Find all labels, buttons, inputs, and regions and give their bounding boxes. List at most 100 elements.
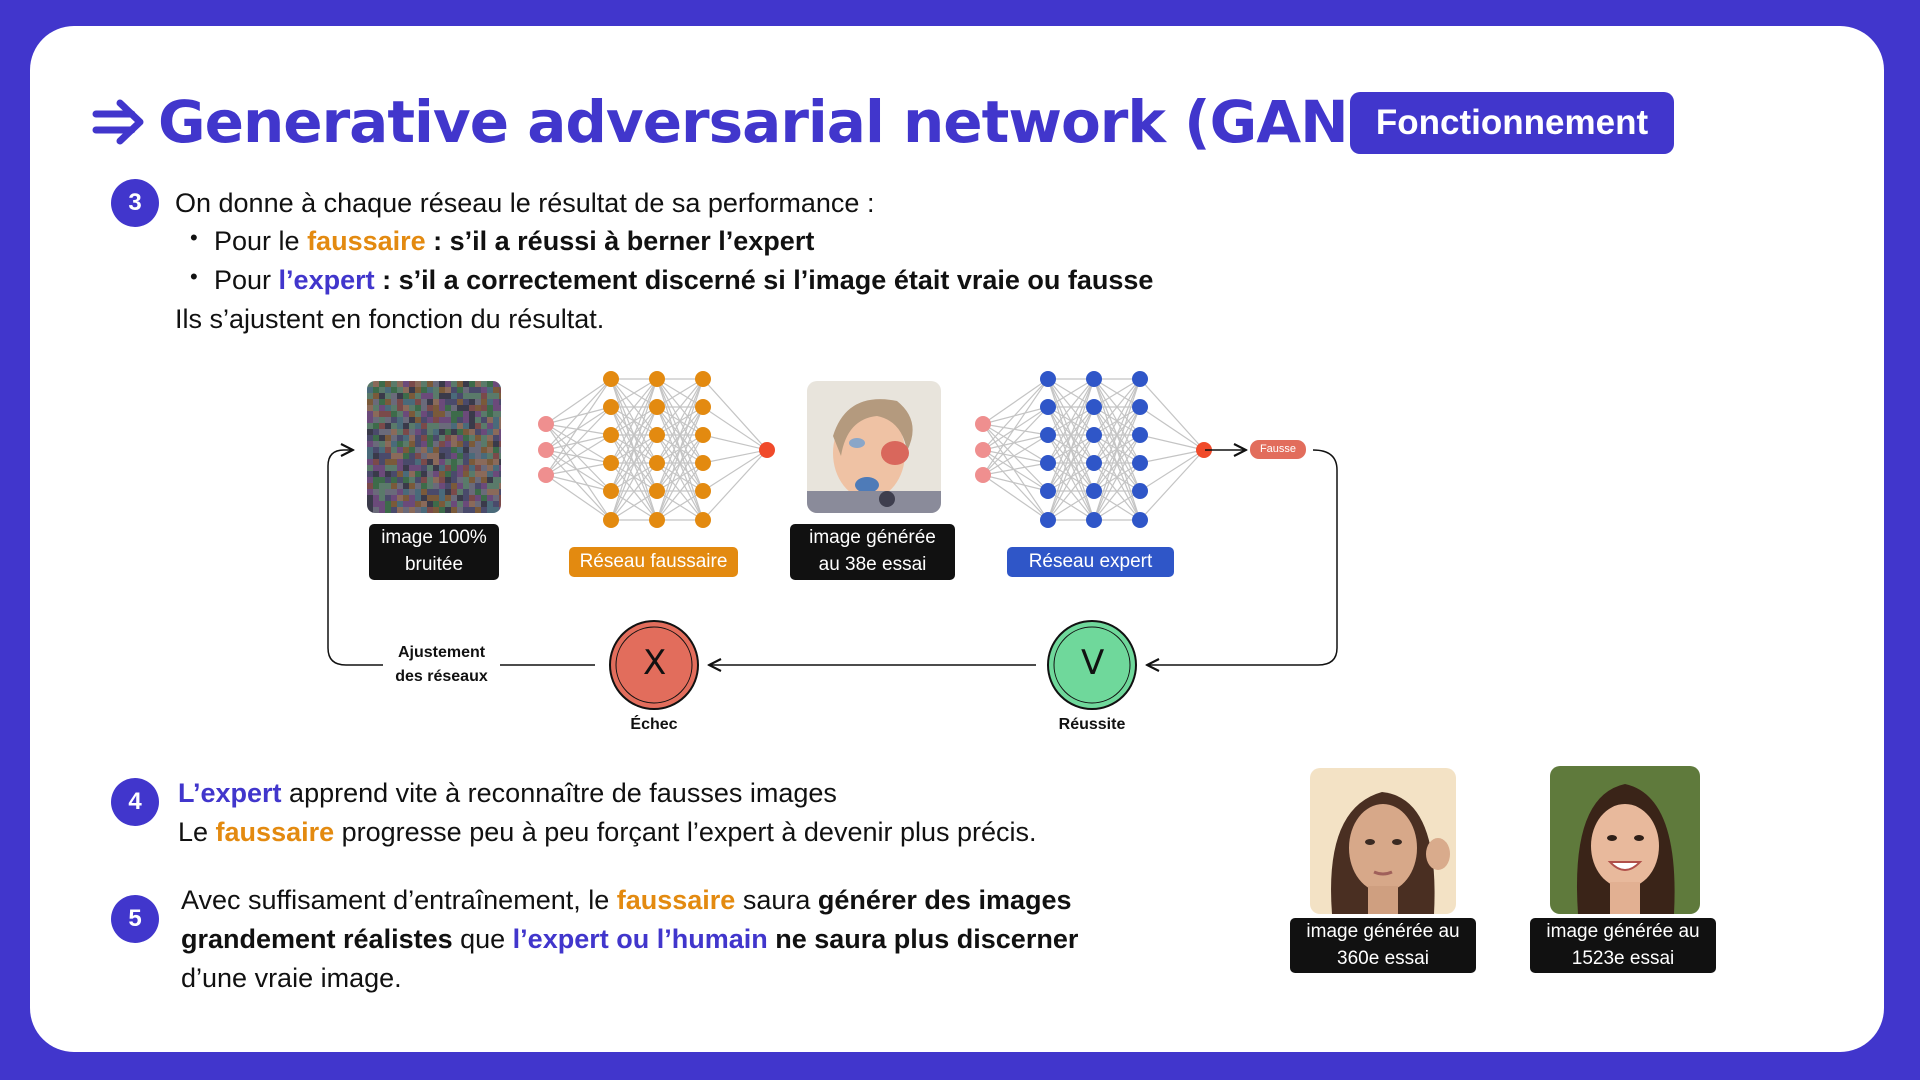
noise-pixel (499, 465, 501, 471)
noise-pixel (445, 405, 451, 411)
network-edge (610, 378, 658, 521)
page-title: Generative adversarial network (GAN) (158, 88, 1374, 156)
noise-pixel (397, 423, 403, 429)
noise-pixel (415, 417, 421, 423)
noise-pixel (385, 441, 391, 447)
noise-pixel (385, 411, 391, 417)
noise-pixel (463, 399, 469, 405)
noise-pixel (391, 477, 397, 483)
noise-pixel (493, 435, 499, 441)
noise-pixel (475, 489, 481, 495)
noise-pixel (499, 411, 501, 417)
network-edge (545, 378, 612, 451)
network-edge (545, 378, 612, 476)
network-edge (982, 449, 1049, 464)
noise-pixel (463, 501, 469, 507)
network-node (1196, 442, 1212, 458)
noise-pixel (445, 417, 451, 423)
noise-pixel (415, 477, 421, 483)
noise-pixel (463, 507, 469, 513)
network-edge (545, 423, 612, 436)
noise-pixel (463, 477, 469, 483)
noise-pixel (427, 501, 433, 507)
noise-pixel (391, 417, 397, 423)
network-node (1132, 483, 1148, 499)
noise-pixel (367, 435, 373, 441)
network-edge (1093, 462, 1141, 521)
network-node (603, 512, 619, 528)
network-node (975, 442, 991, 458)
step5-line2: grandement réalistes que l’expert ou l’h… (181, 920, 1078, 959)
noise-pixel (385, 417, 391, 423)
sample-360-label: image générée au 360e essai (1290, 918, 1476, 973)
noise-pixel (391, 387, 397, 393)
noise-pixel (439, 405, 445, 411)
noise-pixel (439, 489, 445, 495)
noise-pixel (499, 393, 501, 399)
noise-pixel (367, 393, 373, 399)
noise-pixel (481, 381, 487, 387)
noise-pixel (421, 447, 427, 453)
network-edge (982, 474, 1049, 521)
noise-pixel (403, 441, 409, 447)
noise-pixel (427, 393, 433, 399)
noise-label-line1: image 100% (381, 527, 487, 548)
noise-pixel (433, 429, 439, 435)
noise-pixel (427, 405, 433, 411)
bullet1-rest: : s’il a réussi à berner l’expert (425, 226, 815, 256)
noise-pixel (391, 429, 397, 435)
noise-pixel (469, 429, 475, 435)
noise-pixel (451, 423, 457, 429)
network-edge (982, 423, 1049, 464)
noise-pixel (373, 477, 379, 483)
noise-pixel (433, 465, 439, 471)
noise-pixel (403, 447, 409, 453)
noise-pixel (421, 411, 427, 417)
noise-pixel (397, 381, 403, 387)
noise-pixel (469, 399, 475, 405)
noise-pixel (367, 489, 373, 495)
noise-pixel (385, 489, 391, 495)
noise-pixel (391, 465, 397, 471)
noise-pixel (487, 483, 493, 489)
noise-pixel (403, 393, 409, 399)
noise-pixel (415, 387, 421, 393)
noise-pixel (409, 441, 415, 447)
noise-pixel (493, 411, 499, 417)
network-node (1040, 483, 1056, 499)
noise-pixel (463, 495, 469, 501)
noise-pixel (427, 459, 433, 465)
loop-arrow-left (327, 450, 383, 666)
network-node (695, 371, 711, 387)
noise-pixel (403, 465, 409, 471)
network-edge (610, 490, 658, 521)
step4-line2: Le faussaire progresse peu à peu forçant… (178, 813, 1037, 852)
network-edge (610, 378, 658, 464)
noise-pixel (373, 435, 379, 441)
noise-pixel (439, 495, 445, 501)
noise-pixel (373, 405, 379, 411)
noise-pixel (487, 405, 493, 411)
step5-l1-bold: générer des images (817, 885, 1072, 915)
noise-pixel (457, 435, 463, 441)
noise-pixel (391, 453, 397, 459)
network-edge (1093, 378, 1141, 464)
noise-pixel (427, 423, 433, 429)
noise-pixel (487, 447, 493, 453)
noise-pixel (433, 441, 439, 447)
noise-pixel (409, 429, 415, 435)
network-node (649, 512, 665, 528)
noise-pixel (403, 507, 409, 513)
noise-pixel (475, 471, 481, 477)
noise-pixel (433, 471, 439, 477)
noise-pixel (397, 459, 403, 465)
noise-pixel (373, 459, 379, 465)
noise-pixel (379, 393, 385, 399)
step4-key-faussaire: faussaire (215, 817, 335, 847)
noise-pixel (469, 489, 475, 495)
noise-pixel (367, 387, 373, 393)
noise-label-line2: bruitée (404, 554, 464, 575)
network-edge (610, 378, 658, 436)
noise-pixel (421, 435, 427, 441)
noise-pixel (433, 381, 439, 387)
